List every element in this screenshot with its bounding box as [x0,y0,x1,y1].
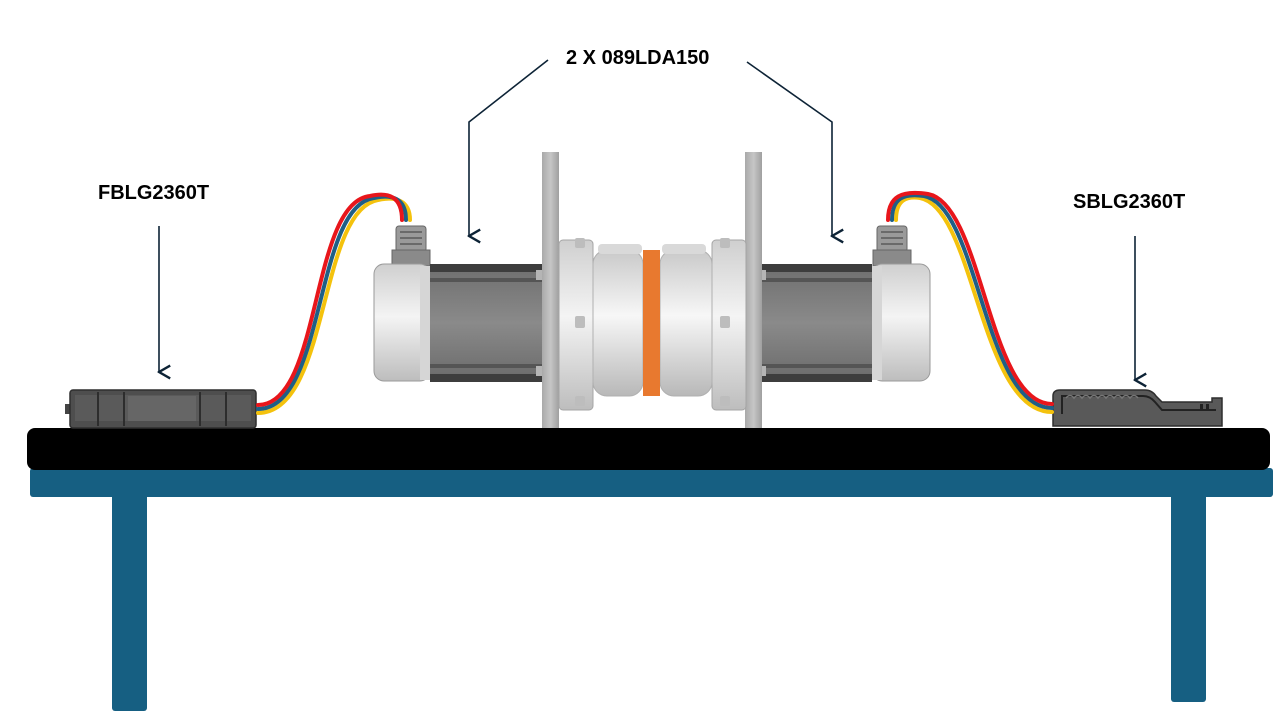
right-drive-label: SBLG2360T [1073,191,1186,213]
right-drive-icon [1052,389,1223,427]
table-leg-right [1171,486,1206,702]
leader-arrows [159,59,1135,380]
left-drive-icon [65,389,257,429]
left-motor-icon [373,225,544,382]
left-mount-plate [542,152,559,428]
arrow-right-motor [746,61,832,236]
arrow-left-motor [469,59,549,236]
table-top [27,428,1270,470]
table [27,428,1273,711]
left-cable [256,192,412,415]
motors-label: 2 X 089LDA150 [566,47,710,69]
table-leg-left [112,486,147,711]
left-drive-label: FBLG2360T [98,182,210,204]
coupling-band [643,250,660,396]
coupling-icon [558,238,747,411]
table-frame [30,468,1273,497]
right-mount-plate [745,152,762,428]
right-motor-icon [758,225,931,382]
right-cable [886,190,1054,414]
